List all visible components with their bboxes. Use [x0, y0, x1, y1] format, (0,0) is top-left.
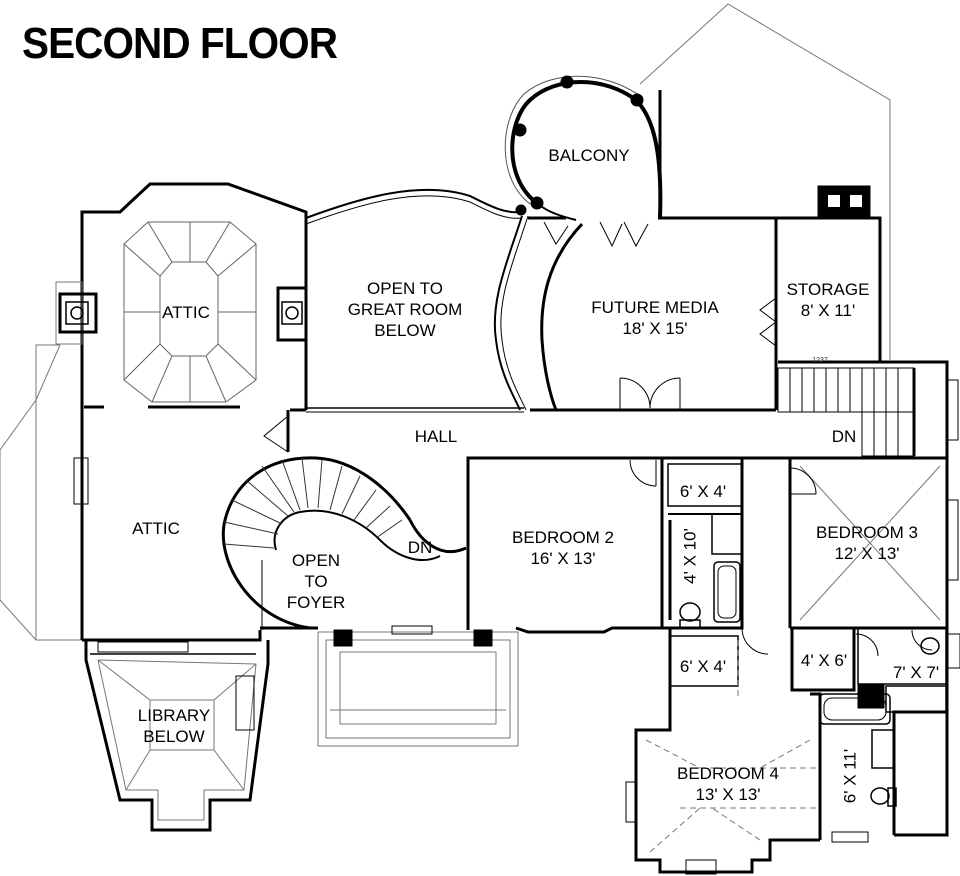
room-label-balcony: BALCONY [548, 146, 630, 165]
stair-label-dn-hall: DN [831, 427, 857, 446]
left-wall-window [73, 457, 255, 731]
room-label-closet-4x6: 4' X 6' [800, 651, 848, 670]
exterior-walls [80, 90, 949, 837]
room-label-bath-4x10: 4' X 10' [680, 528, 700, 584]
great-room-railing [305, 188, 529, 413]
chimney-right [276, 286, 308, 342]
room-label-attic-left: ATTIC [132, 519, 180, 538]
hall-door [263, 410, 290, 453]
spiral-stair [221, 456, 467, 630]
stair-down-right [777, 367, 916, 457]
balcony-posts [513, 75, 644, 216]
roof-outline [0, 3, 891, 747]
chimney-left [55, 281, 98, 345]
room-label-bath-6x11: 6' X 11' [840, 748, 860, 804]
storage-doors [759, 297, 777, 347]
room-label-closet-6x4-top: 6' X 4' [679, 482, 727, 501]
bedroom4-window [625, 781, 717, 875]
stair-label-dn: DN [407, 538, 433, 557]
lower-right-baths [669, 626, 960, 843]
room-label-hall: HALL [414, 427, 458, 446]
library-ceiling-lines [97, 659, 257, 821]
foyer-window [391, 625, 433, 635]
plan-note: 1237 [812, 357, 828, 364]
bedroom4-ceiling [645, 640, 820, 853]
chimney-top-right [817, 185, 871, 217]
room-label-closet-6x4-low: 6' X 4' [679, 657, 727, 676]
media-curved-wall [540, 222, 620, 412]
plan-title: SECOND FLOOR [22, 19, 338, 68]
media-doors [543, 221, 681, 410]
foyer-columns [333, 629, 493, 647]
attic-ceiling [123, 221, 257, 403]
library-outline [84, 640, 270, 832]
room-label-bath-7x7: 7' X 7' [892, 663, 940, 682]
room-label-attic-top: ATTIC [162, 303, 210, 322]
bedroom2-door [629, 459, 657, 487]
